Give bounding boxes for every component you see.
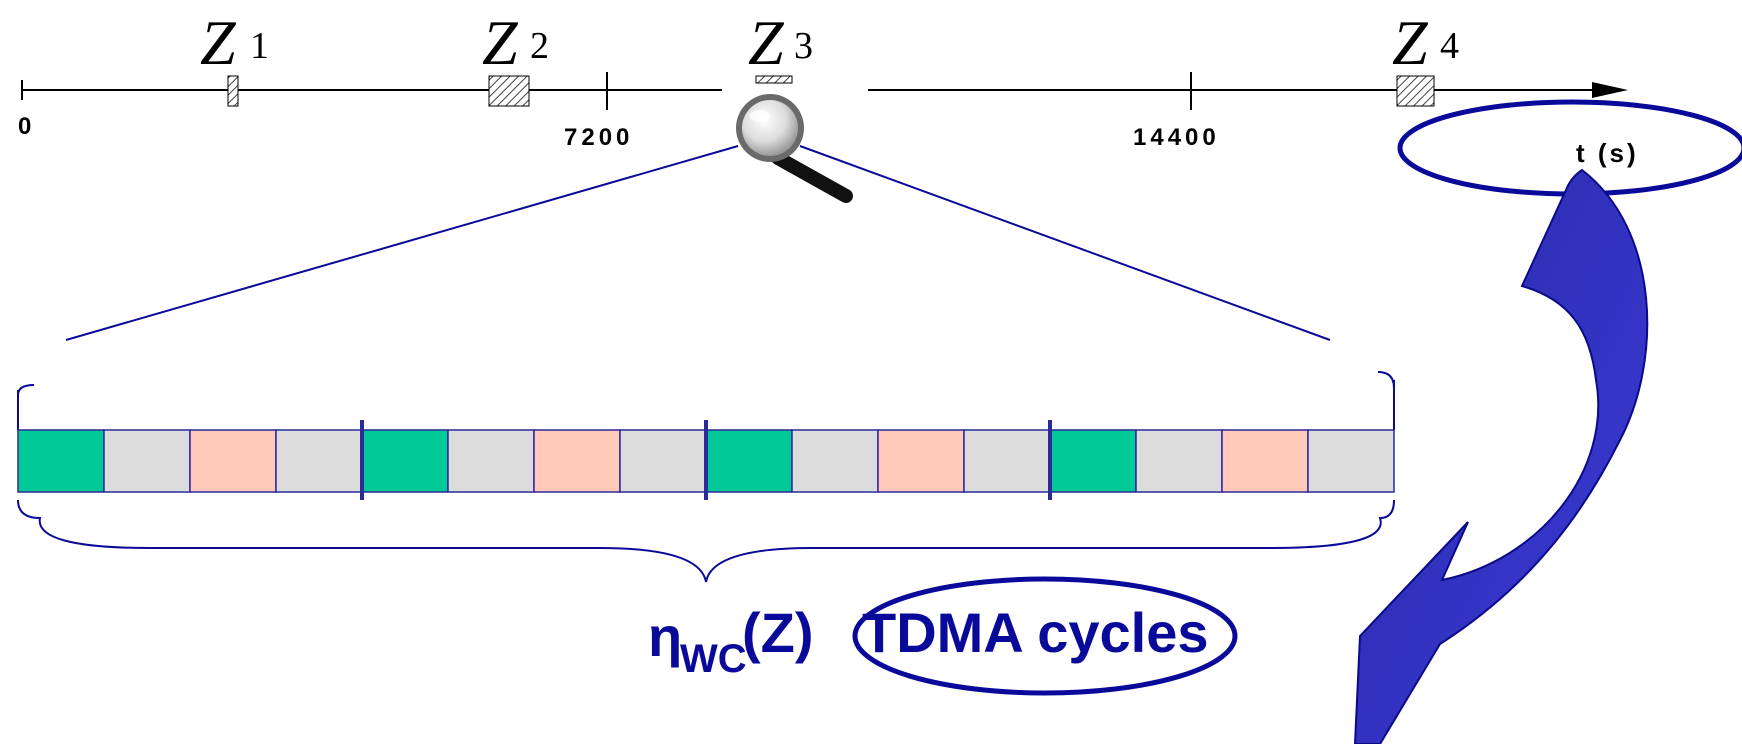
zone-1: Z 1	[200, 7, 269, 107]
time-axis: 0 7200 14400	[18, 72, 1628, 151]
caption-text: TDMA cycles	[862, 601, 1209, 664]
zone-3-index: 3	[794, 25, 813, 67]
zone-1-symbol: Z	[200, 7, 237, 78]
zone-4-symbol: Z	[1392, 7, 1429, 78]
tdma-slot	[17, 429, 105, 493]
cycles-brace	[17, 499, 1395, 583]
zone-3: Z 3	[748, 7, 813, 84]
zone-1-index: 1	[250, 25, 269, 67]
axis-arrowhead	[1592, 82, 1628, 98]
top-bracket	[17, 371, 1395, 396]
axis-unit-label: t (s)	[1576, 138, 1639, 168]
caption-highlight-ellipse	[852, 576, 1238, 696]
tdma-slot	[705, 429, 793, 493]
tdma-slot	[361, 429, 449, 493]
zone-3-symbol: Z	[748, 7, 785, 78]
tdma-slot	[275, 429, 363, 493]
magnifier-icon	[736, 94, 853, 203]
tdma-slot	[447, 429, 535, 493]
zone-4-index: 4	[1440, 25, 1459, 67]
zone-3-marker	[755, 75, 793, 84]
zone-2-index: 2	[530, 25, 549, 67]
tdma-slot	[1307, 429, 1395, 493]
tdma-slot	[1049, 429, 1137, 493]
zone-2-symbol: Z	[482, 7, 519, 78]
caption-argument: (Z)	[742, 601, 814, 664]
caption-subscript: WC	[680, 637, 747, 681]
tdma-slot	[619, 429, 707, 493]
tick-label-14400: 14400	[1133, 124, 1220, 151]
caption-eta: η	[648, 605, 682, 668]
curved-arrow	[1353, 168, 1649, 744]
tdma-strip	[17, 420, 1395, 500]
tick-label-0: 0	[18, 113, 35, 140]
tdma-slot	[1135, 429, 1223, 493]
zone-4-marker	[1396, 75, 1435, 107]
tdma-slot	[963, 429, 1051, 493]
tdma-slot	[103, 429, 191, 493]
zone-4: Z 4	[1392, 7, 1459, 107]
zone-2-marker	[488, 75, 530, 107]
tdma-slot	[189, 429, 277, 493]
tdma-slot	[791, 429, 879, 493]
tdma-slot	[877, 429, 965, 493]
zone-1-marker	[227, 75, 239, 107]
zoom-line-left	[65, 145, 739, 341]
tdma-slot	[533, 429, 621, 493]
zone-2: Z 2	[482, 7, 549, 107]
tdma-slot	[1221, 429, 1309, 493]
zoom-line-right	[799, 145, 1331, 341]
tick-label-7200: 7200	[564, 124, 633, 151]
